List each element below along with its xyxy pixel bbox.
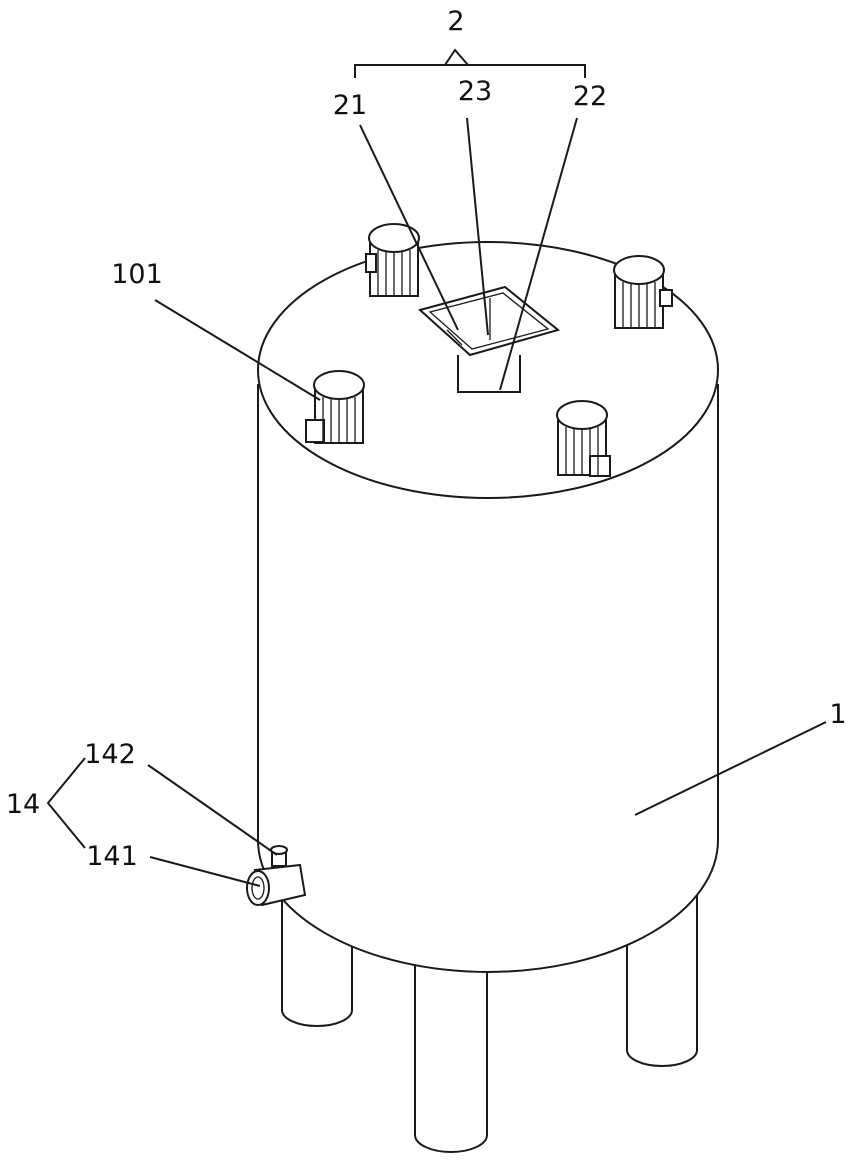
label-21: 21: [333, 90, 367, 121]
motor-back-left: [366, 224, 419, 296]
label-142: 142: [84, 739, 136, 770]
motor-front-right: [557, 401, 610, 476]
label-101: 101: [111, 259, 163, 290]
label-141: 141: [86, 841, 138, 872]
leg-front: [415, 965, 487, 1152]
label-23: 23: [458, 76, 492, 107]
label-22: 22: [573, 81, 607, 112]
label-2: 2: [447, 6, 464, 37]
bracket-14: [48, 758, 85, 848]
label-14: 14: [6, 789, 40, 820]
label-1: 1: [829, 699, 846, 730]
bracket-2: [355, 50, 585, 78]
motor-back-right: [614, 256, 672, 328]
motor-front-left: [306, 371, 364, 443]
tank-body: [258, 242, 718, 972]
